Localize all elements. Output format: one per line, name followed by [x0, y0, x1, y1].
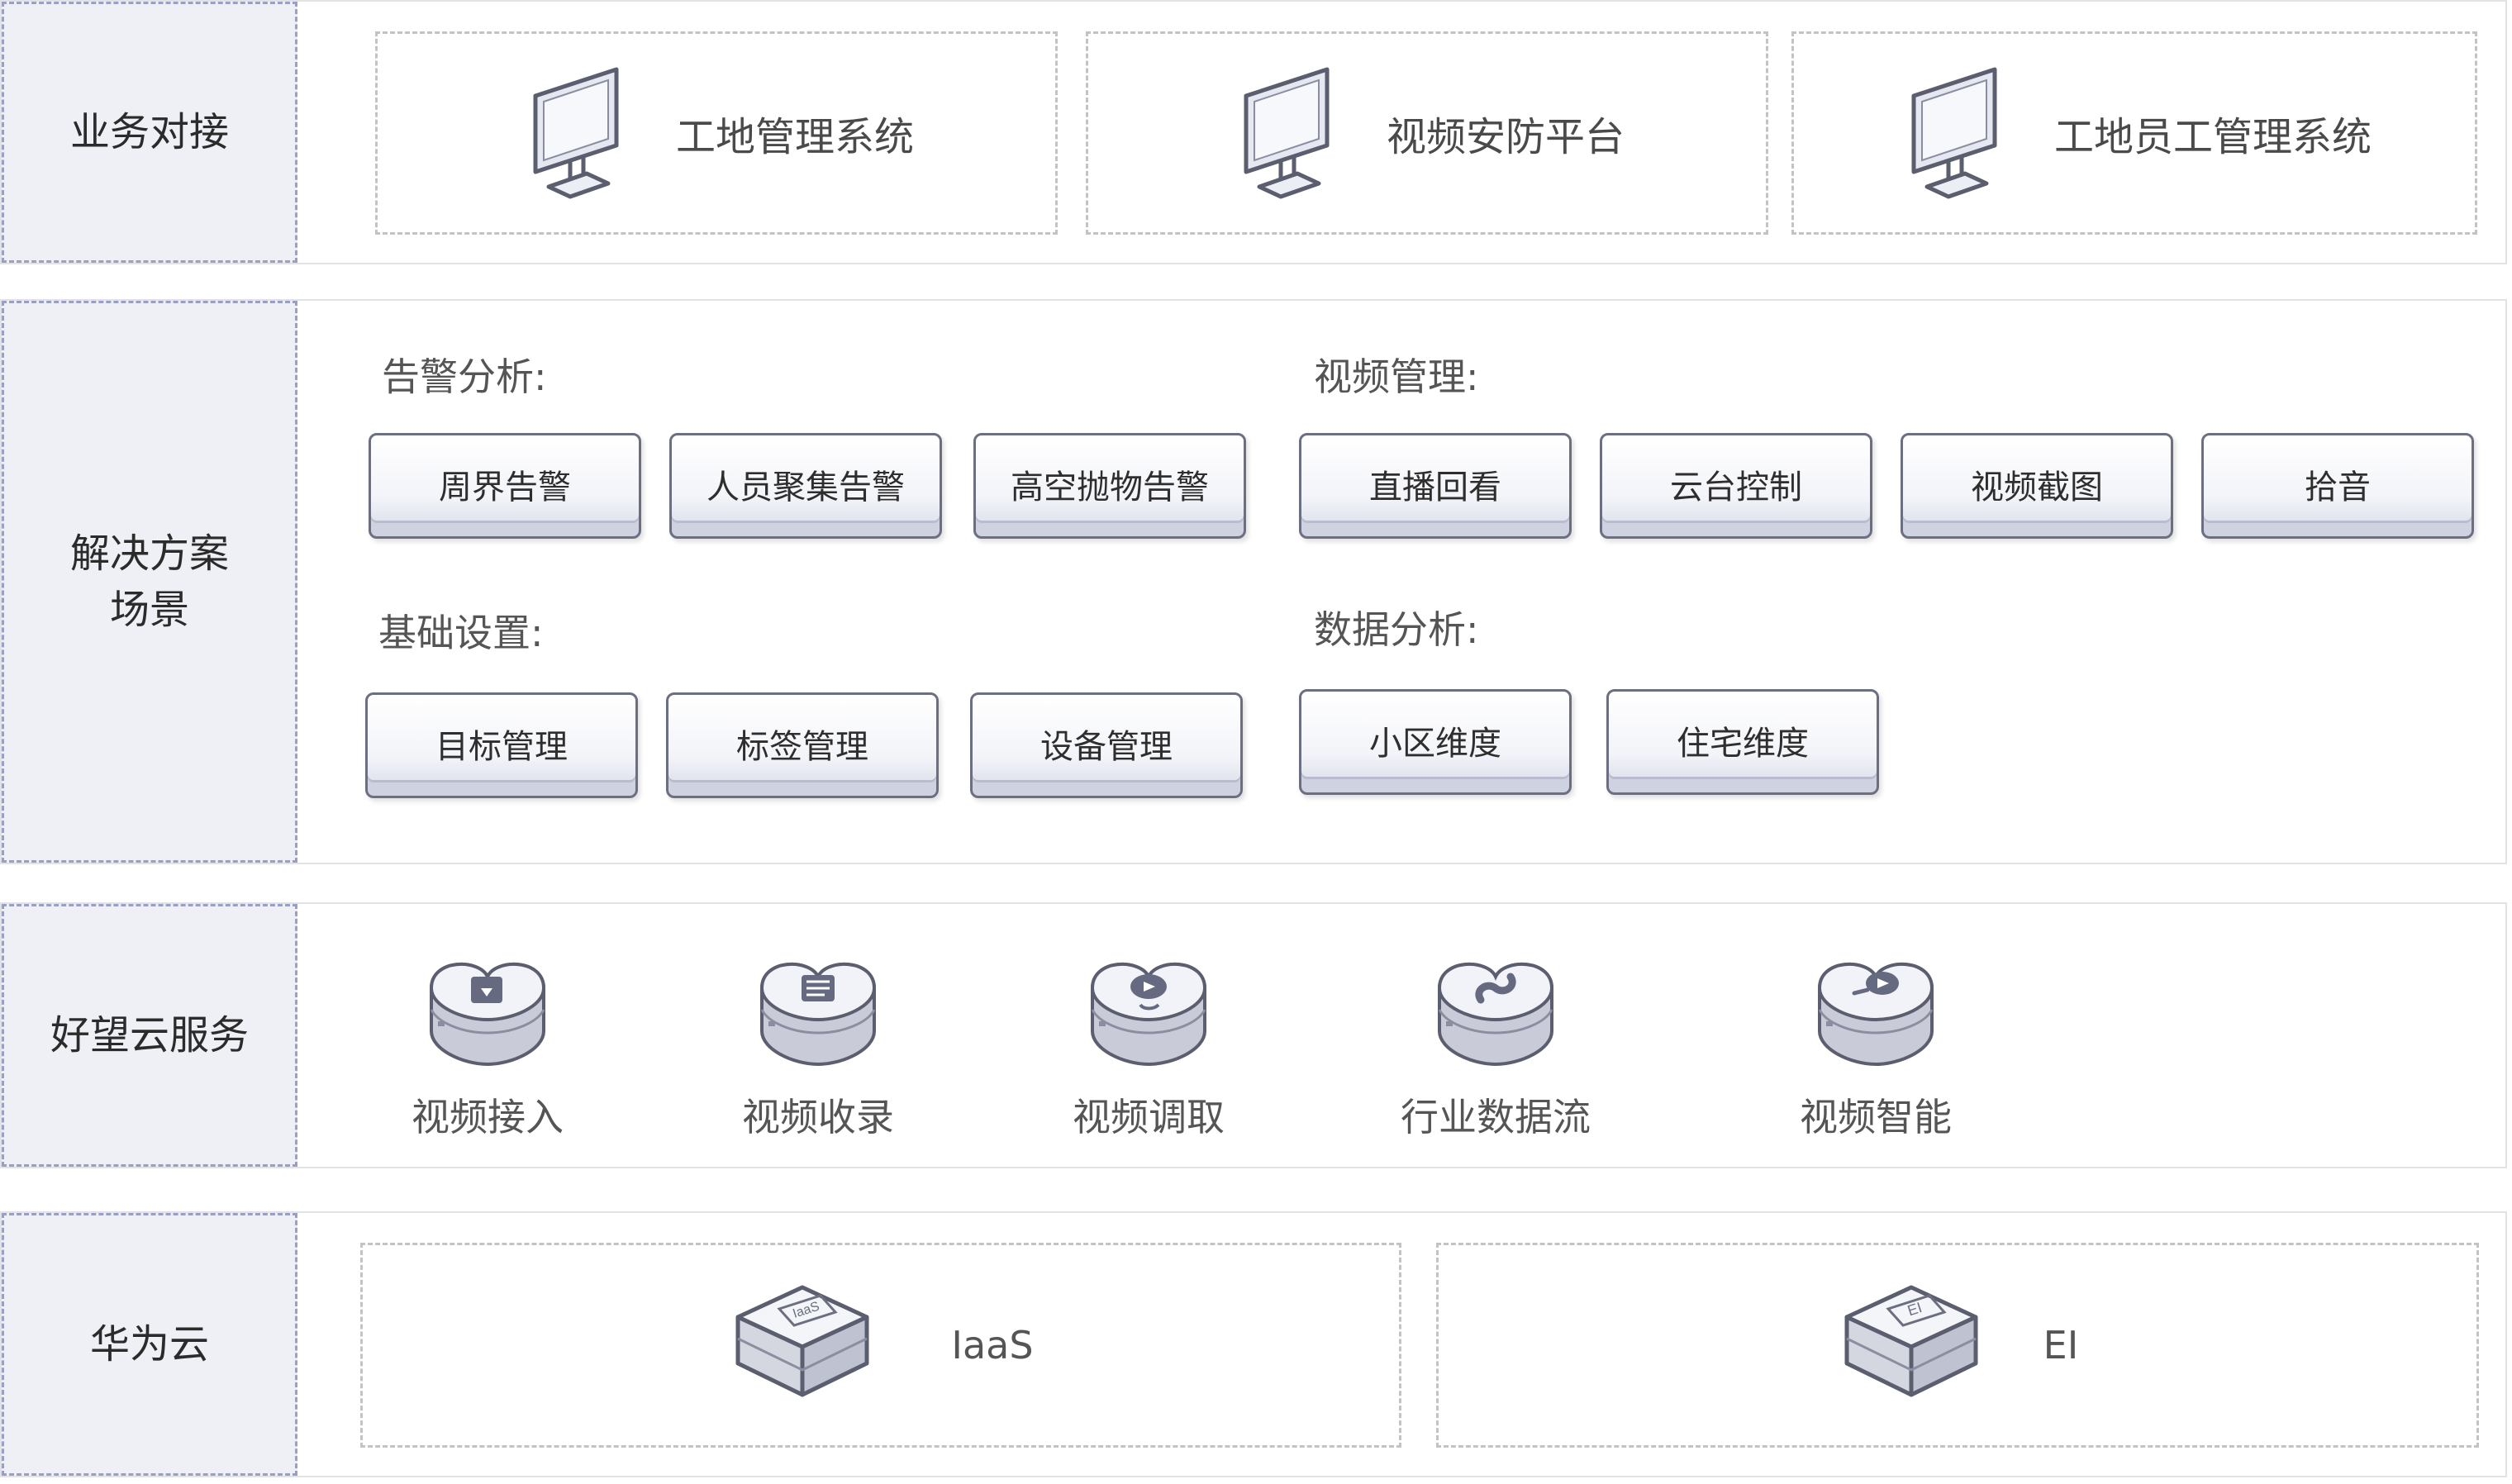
row-cloud-services: 好望云服务 视频接入 视频收录	[0, 902, 2507, 1168]
scenario-button-crowd-alarm[interactable]: 人员聚集告警	[669, 433, 942, 539]
section-title-basic-settings: 基础设置:	[378, 611, 544, 655]
cloud-label-ei: EI	[2043, 1323, 2079, 1367]
scenario-button-ptz-control[interactable]: 云台控制	[1600, 433, 1872, 539]
row-label-huawei: 华为云	[2, 1213, 297, 1476]
cloud-card-iaas[interactable]: IaaS IaaS	[360, 1243, 1401, 1448]
row-label-services: 好望云服务	[2, 904, 297, 1167]
service-industry-data-flow[interactable]: 行业数据流	[1396, 940, 1595, 1142]
server-box-icon: EI	[1844, 1285, 1978, 1397]
monitor-icon	[1244, 67, 1330, 199]
row-label-line: 解决方案	[69, 530, 229, 577]
scenario-button-live-playback[interactable]: 直播回看	[1299, 433, 1572, 539]
scenario-button-residence-dimension[interactable]: 住宅维度	[1606, 689, 1879, 795]
cloud-label-iaas: IaaS	[951, 1323, 1034, 1367]
system-card-staff-management[interactable]: 工地员工管理系统	[1791, 31, 2477, 235]
cloud-card-ei[interactable]: EI EI	[1436, 1243, 2479, 1448]
service-label: 行业数据流	[1401, 1095, 1591, 1139]
system-label: 工地员工管理系统	[2053, 114, 2372, 160]
row-label-business: 业务对接	[2, 2, 297, 263]
row-business-integration: 业务对接 工地管理系统 视频安防平台 工地员工管理系统	[0, 0, 2507, 264]
video-retrieve-icon	[1090, 962, 1207, 1067]
service-video-retrieval[interactable]: 视频调取	[1049, 940, 1248, 1142]
system-card-video-security[interactable]: 视频安防平台	[1086, 31, 1768, 235]
video-access-icon	[429, 962, 546, 1067]
row-solution-scenarios: 解决方案 场景 告警分析: 周界告警 人员聚集告警 高空抛物告警 视频管理: 直…	[0, 299, 2507, 864]
video-ai-icon	[1817, 962, 1934, 1067]
scenario-button-falling-object-alarm[interactable]: 高空抛物告警	[973, 433, 1246, 539]
server-box-icon-text: EI	[1905, 1299, 1924, 1319]
row-huawei-cloud: 华为云 IaaS IaaS EI EI	[0, 1211, 2507, 1477]
section-title-video-management: 视频管理:	[1314, 354, 1479, 399]
section-title-data-analysis: 数据分析:	[1314, 607, 1479, 652]
service-video-recording[interactable]: 视频收录	[719, 940, 917, 1142]
scenario-button-video-screenshot[interactable]: 视频截图	[1901, 433, 2173, 539]
scenario-button-device-management[interactable]: 设备管理	[970, 692, 1243, 798]
service-label: 视频智能	[1800, 1095, 1952, 1139]
server-box-icon: IaaS	[735, 1285, 869, 1397]
service-video-intelligence[interactable]: 视频智能	[1777, 940, 1975, 1142]
service-label: 视频调取	[1073, 1095, 1225, 1139]
system-label: 视频安防平台	[1386, 114, 1625, 160]
scenario-button-tag-management[interactable]: 标签管理	[666, 692, 939, 798]
system-label: 工地管理系统	[675, 114, 914, 160]
video-record-icon	[759, 962, 877, 1067]
scenario-button-target-management[interactable]: 目标管理	[365, 692, 638, 798]
scenario-button-perimeter-alarm[interactable]: 周界告警	[369, 433, 641, 539]
service-label: 视频收录	[742, 1095, 894, 1139]
scenario-button-audio-pickup[interactable]: 拾音	[2201, 433, 2474, 539]
row-label-solutions: 解决方案 场景	[2, 301, 297, 863]
service-label: 视频接入	[412, 1095, 564, 1139]
scenario-button-community-dimension[interactable]: 小区维度	[1299, 689, 1572, 795]
data-flow-icon	[1437, 962, 1554, 1067]
system-card-site-management[interactable]: 工地管理系统	[375, 31, 1058, 235]
section-title-alarm-analysis: 告警分析:	[382, 354, 547, 399]
monitor-icon	[1911, 67, 1997, 199]
row-label-line: 场景	[109, 587, 189, 633]
service-video-access[interactable]: 视频接入	[388, 940, 587, 1142]
monitor-icon	[533, 67, 619, 199]
